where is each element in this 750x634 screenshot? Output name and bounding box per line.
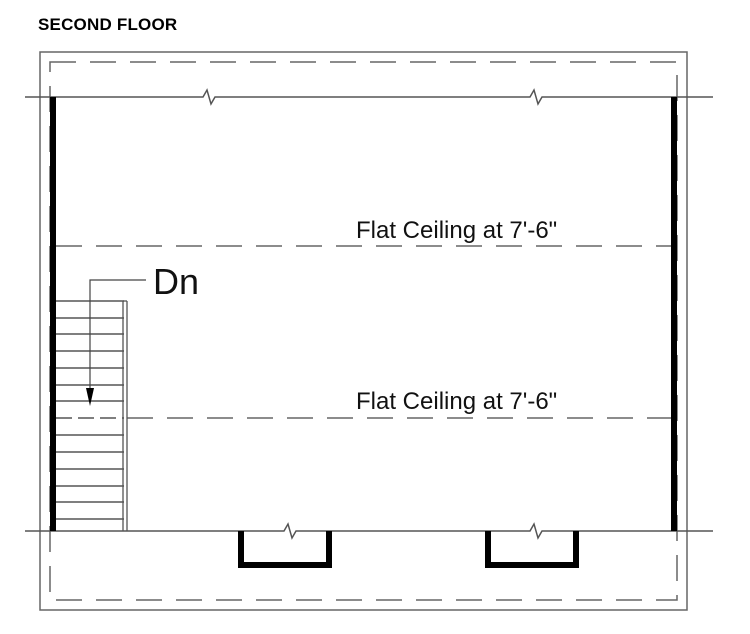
eave-dashed-outline	[49, 61, 678, 601]
stairs-label: Dn	[153, 261, 199, 302]
staircase	[56, 300, 128, 531]
arrowhead-icon	[86, 388, 94, 406]
top-wall-line	[25, 88, 713, 106]
stair-direction-arrow	[89, 279, 146, 398]
bottom-wall-line	[25, 522, 713, 540]
right-wall	[671, 97, 677, 531]
floor-title: SECOND FLOOR	[38, 15, 178, 34]
roof-outline	[39, 51, 688, 611]
dormer-left	[238, 531, 332, 568]
ceiling-label-upper: Flat Ceiling at 7'-6"	[356, 217, 557, 244]
dormer-right	[485, 531, 579, 568]
left-wall	[50, 97, 56, 531]
ceiling-label-lower: Flat Ceiling at 7'-6"	[356, 388, 557, 415]
